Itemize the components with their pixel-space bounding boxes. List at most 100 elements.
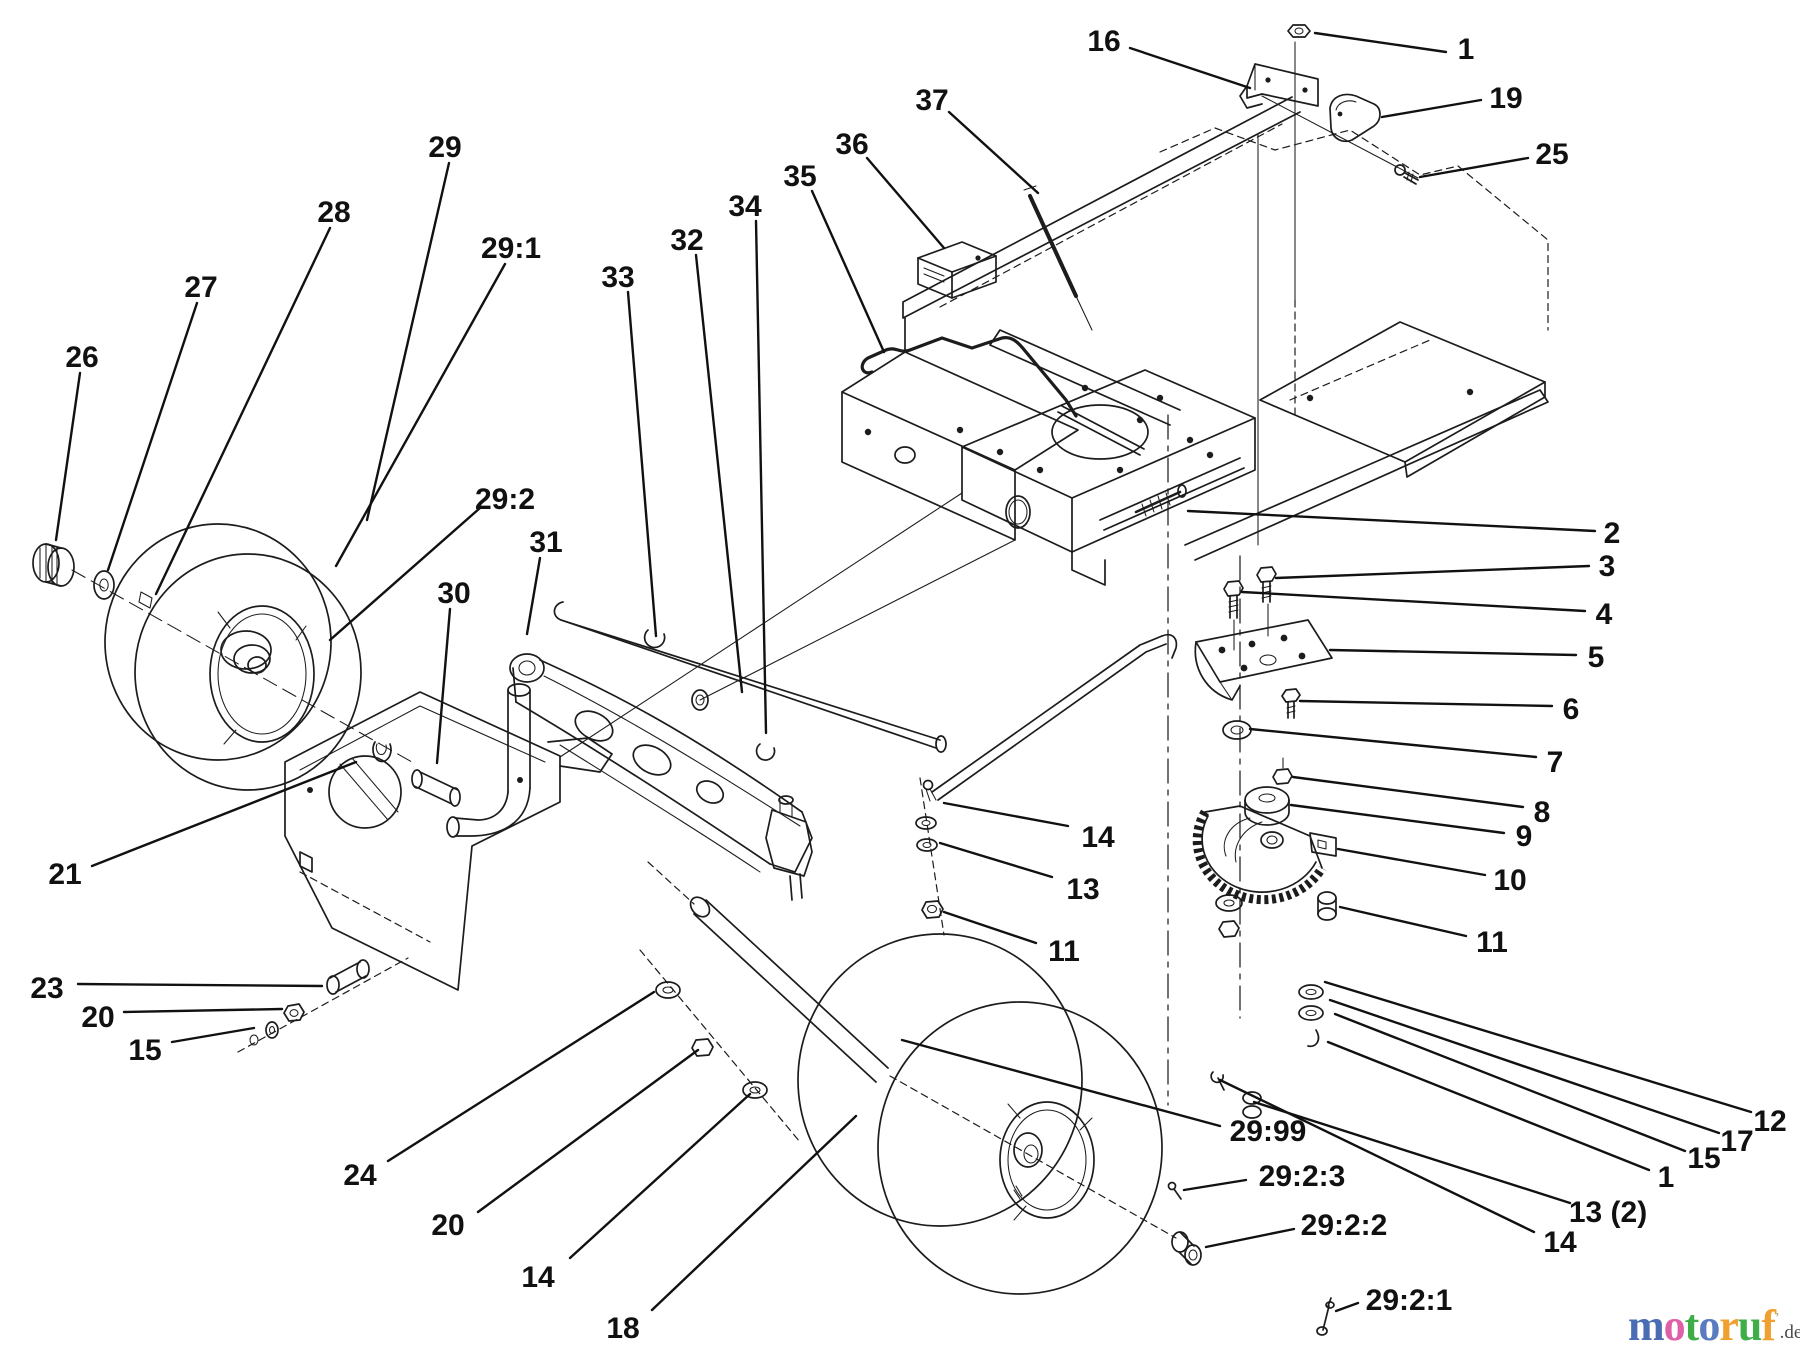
part-label-30: 30 [437, 577, 470, 610]
washer-27 [93, 570, 115, 600]
leader-line-15-b [1333, 1012, 1687, 1153]
motoruf-logo-word: motoruf [1628, 1301, 1776, 1350]
bottom-wheel-assembly [647, 861, 1335, 1336]
leader-line-7 [1248, 727, 1538, 759]
fastener-row-left [237, 957, 409, 1053]
part-label-20-a: 20 [81, 1001, 114, 1034]
leader-line-29 [365, 161, 451, 522]
logo-tld: .de [1779, 1322, 1800, 1343]
part-label-35: 35 [783, 160, 816, 193]
leader-line-29-2-3 [1182, 1178, 1248, 1192]
chassis-frame [559, 96, 1549, 758]
hardware-top-right [1239, 24, 1419, 546]
left-wheel-assembly [32, 523, 413, 791]
part-label-15-b: 15 [1687, 1142, 1720, 1175]
leader-line-25 [1418, 156, 1530, 179]
nut-8 [1272, 757, 1293, 785]
motoruf-watermark[interactable]: motoruf’.de [1628, 1288, 1800, 1350]
part-label-25: 25 [1535, 138, 1568, 171]
leader-line-37 [947, 110, 1040, 195]
logo-letter: u [1737, 1301, 1763, 1350]
locknut-20 [283, 1003, 305, 1022]
hub-bolt-29-2-3 [1167, 1181, 1182, 1200]
part-label-11-r: 11 [1476, 926, 1508, 959]
spacer-23 [326, 959, 370, 995]
washer-stack-12-17-15 [1298, 984, 1324, 1048]
part-label-20-b: 20 [431, 1209, 464, 1242]
leader-line-23 [76, 982, 324, 988]
logo-letter: f [1761, 1301, 1776, 1350]
tie-rod-31 [553, 601, 947, 753]
part-label-24: 24 [343, 1159, 377, 1192]
leader-line-29-1 [334, 262, 507, 568]
tire-29 [104, 523, 362, 791]
leader-line-30 [435, 607, 452, 765]
washer-13 [915, 816, 938, 852]
leader-line-13-c [938, 841, 1054, 879]
leader-line-28 [154, 226, 332, 596]
hub-bushing-29-2-2 [1171, 1231, 1202, 1266]
hub-bearing-29-2 [220, 630, 272, 674]
leader-lines [54, 31, 1753, 1313]
leader-line-31 [525, 556, 542, 636]
part-label-14-d: 14 [1543, 1226, 1577, 1259]
leader-line-33 [626, 290, 658, 638]
flange-nut-1 [1287, 24, 1311, 38]
retaining-ring [372, 741, 392, 763]
leader-line-1-b [1326, 1040, 1651, 1172]
part-label-18: 18 [606, 1312, 639, 1345]
bushing-7 [1222, 720, 1252, 740]
leader-line-11-c [942, 910, 1038, 945]
part-label-29-2-1: 29:2:1 [1366, 1284, 1453, 1317]
leader-line-4 [1240, 590, 1587, 613]
part-label-14-c: 14 [1081, 821, 1115, 854]
valve-stem-29-2-1 [1316, 1297, 1335, 1336]
axle-support-bracket-21 [284, 691, 561, 991]
leader-line-18 [650, 1114, 858, 1312]
steering-gear-stack [1167, 414, 1337, 1119]
part-label-8: 8 [1534, 796, 1551, 829]
logo-letter: t [1684, 1301, 1700, 1350]
locknut-11 [921, 900, 944, 919]
leader-line-3 [1274, 564, 1591, 580]
leader-line-20-a [122, 1007, 284, 1014]
part-label-13-2: 13 (2) [1569, 1196, 1647, 1229]
part-label-36: 36 [835, 128, 868, 161]
part-label-13-c: 13 [1066, 873, 1099, 906]
part-label-6: 6 [1563, 693, 1580, 726]
part-label-12: 12 [1753, 1105, 1786, 1138]
part-label-10: 10 [1493, 864, 1526, 897]
rim-bottom [999, 1101, 1095, 1221]
leader-line-16 [1128, 46, 1252, 90]
leader-line-27 [106, 301, 199, 572]
hub-washer-9 [1244, 786, 1290, 826]
part-label-1-b: 1 [1658, 1161, 1675, 1194]
part-label-32: 32 [670, 224, 703, 257]
leader-line-29-99 [900, 1038, 1222, 1128]
cotter-pin-14 [922, 779, 937, 802]
logo-letter: o [1663, 1301, 1686, 1350]
screw-25 [1394, 164, 1419, 185]
sector-gear-10 [1192, 805, 1337, 905]
bolt-4 [1223, 580, 1244, 619]
mount-bracket-16 [1239, 63, 1319, 109]
leader-line-34 [754, 219, 768, 735]
part-label-21: 21 [48, 858, 81, 891]
leader-line-32 [694, 253, 744, 694]
leader-line-5 [1328, 648, 1578, 657]
washer-15 [249, 1021, 279, 1046]
leader-line-29-2-2 [1204, 1227, 1296, 1249]
latch-bracket-36 [917, 241, 997, 299]
screw-6 [1281, 688, 1301, 719]
rim-29-1 [209, 605, 315, 745]
spacer-tube-30 [411, 769, 461, 807]
part-label-17: 17 [1720, 1125, 1753, 1158]
bolt-3 [1256, 566, 1277, 603]
leader-line-15-a [170, 1026, 256, 1044]
part-label-5: 5 [1588, 641, 1605, 674]
leader-line-11-r [1338, 905, 1468, 938]
leader-line-13-2 [1252, 1100, 1572, 1205]
part-label-31: 31 [529, 526, 562, 559]
cover-plate-19 [1329, 93, 1381, 143]
hub-cap-26 [32, 543, 75, 587]
